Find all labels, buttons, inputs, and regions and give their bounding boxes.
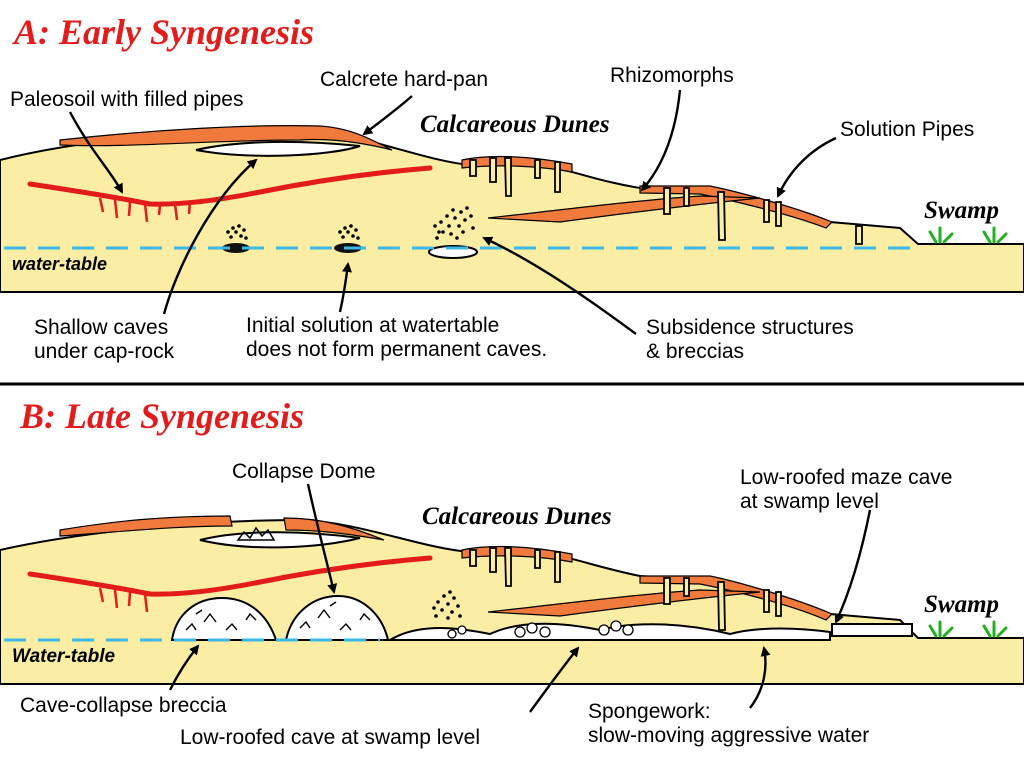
maze-cave-label-1: Low-roofed maze cave xyxy=(740,466,952,489)
shallow-cave-a xyxy=(195,140,361,157)
calcrete-left-b xyxy=(59,515,233,537)
breccia-fill xyxy=(185,601,371,631)
solution-pipes-label: Solution Pipes xyxy=(840,118,974,141)
arrow-low-roofed-cave xyxy=(529,646,580,713)
shallow-caves-label-2: under cap-rock xyxy=(34,340,175,363)
collapse-dome-1 xyxy=(170,596,278,641)
water-table-label-a: water-table xyxy=(12,254,107,274)
low-roofed-cave-label: Low-roofed cave at swamp level xyxy=(180,726,480,749)
collapse-dome-2 xyxy=(284,594,390,641)
arrow-shallow-caves xyxy=(162,158,258,315)
arrow-paleosoil xyxy=(68,111,124,194)
breccia-dots-a xyxy=(226,206,475,240)
swamp-label-a: Swamp xyxy=(924,197,999,224)
panel-a: A: Early Syngenesis Calcrete hard-pan Rh… xyxy=(0,12,1024,363)
swamp-grass-a xyxy=(928,226,1008,244)
maze-cave xyxy=(831,623,913,637)
arrow-initial-solution xyxy=(338,262,352,313)
paleosoil-label: Paleosoil with filled pipes xyxy=(10,88,243,111)
panel-b: B: Late Syngenesis Collapse Dome Low-roo… xyxy=(0,396,1024,749)
arrow-rhizomorphs xyxy=(640,89,682,192)
calcrete-label: Calcrete hard-pan xyxy=(320,68,488,91)
spongework-label-2: slow-moving aggressive water xyxy=(588,724,869,747)
subsidence-label-1: Subsidence structures xyxy=(646,316,854,339)
arrow-subsidence xyxy=(482,236,637,335)
rhizo-band xyxy=(487,195,761,223)
swamp-grass-b xyxy=(928,620,1008,638)
panel-a-title: A: Early Syngenesis xyxy=(12,12,314,52)
solution-pipes-a xyxy=(469,157,863,245)
paleosoil-pipes xyxy=(98,197,192,223)
dune-profile-b xyxy=(0,518,1024,685)
solution-pipes-b xyxy=(469,547,782,631)
collapse-dome-label: Collapse Dome xyxy=(232,460,376,483)
dunes-label-a: Calcareous Dunes xyxy=(420,111,610,138)
arrow-calcrete xyxy=(362,95,413,136)
subsidence-label-2: & breccias xyxy=(646,340,744,363)
initial-solution-label-2: does not form permanent caves. xyxy=(246,338,547,361)
calcrete-hard-pan xyxy=(59,125,393,151)
arrow-maze-cave xyxy=(834,509,872,624)
spongework-label-1: Spongework: xyxy=(588,700,711,723)
solution-lens-1 xyxy=(222,243,250,253)
spongework-cells xyxy=(447,620,634,639)
paleosoil-band-b xyxy=(27,555,433,597)
arrow-collapse-dome xyxy=(306,483,338,594)
initial-solution-label-1: Initial solution at watertable xyxy=(246,314,499,337)
water-table-label-b: Water-table xyxy=(12,646,116,667)
shallow-caves-label-1: Shallow caves xyxy=(34,316,168,339)
arrow-solution-pipes xyxy=(776,136,837,198)
dunes-label-b: Calcareous Dunes xyxy=(422,503,612,530)
rhizo-band-b xyxy=(487,589,761,617)
dune-profile-a xyxy=(0,128,1024,293)
paleosoil-band xyxy=(27,165,433,207)
breccia-label: Cave-collapse breccia xyxy=(20,694,227,717)
rhizomorphs-label: Rhizomorphs xyxy=(610,64,734,87)
swamp-label-b: Swamp xyxy=(924,591,999,618)
panel-b-title: B: Late Syngenesis xyxy=(19,396,304,436)
arrow-breccia xyxy=(168,644,200,691)
breccia-dots-b xyxy=(432,590,462,620)
collapse-rubble xyxy=(236,526,276,541)
paleosoil-pipes-b xyxy=(98,587,149,613)
maze-cave-label-2: at swamp level xyxy=(740,490,879,513)
arrow-spongework xyxy=(749,646,771,709)
